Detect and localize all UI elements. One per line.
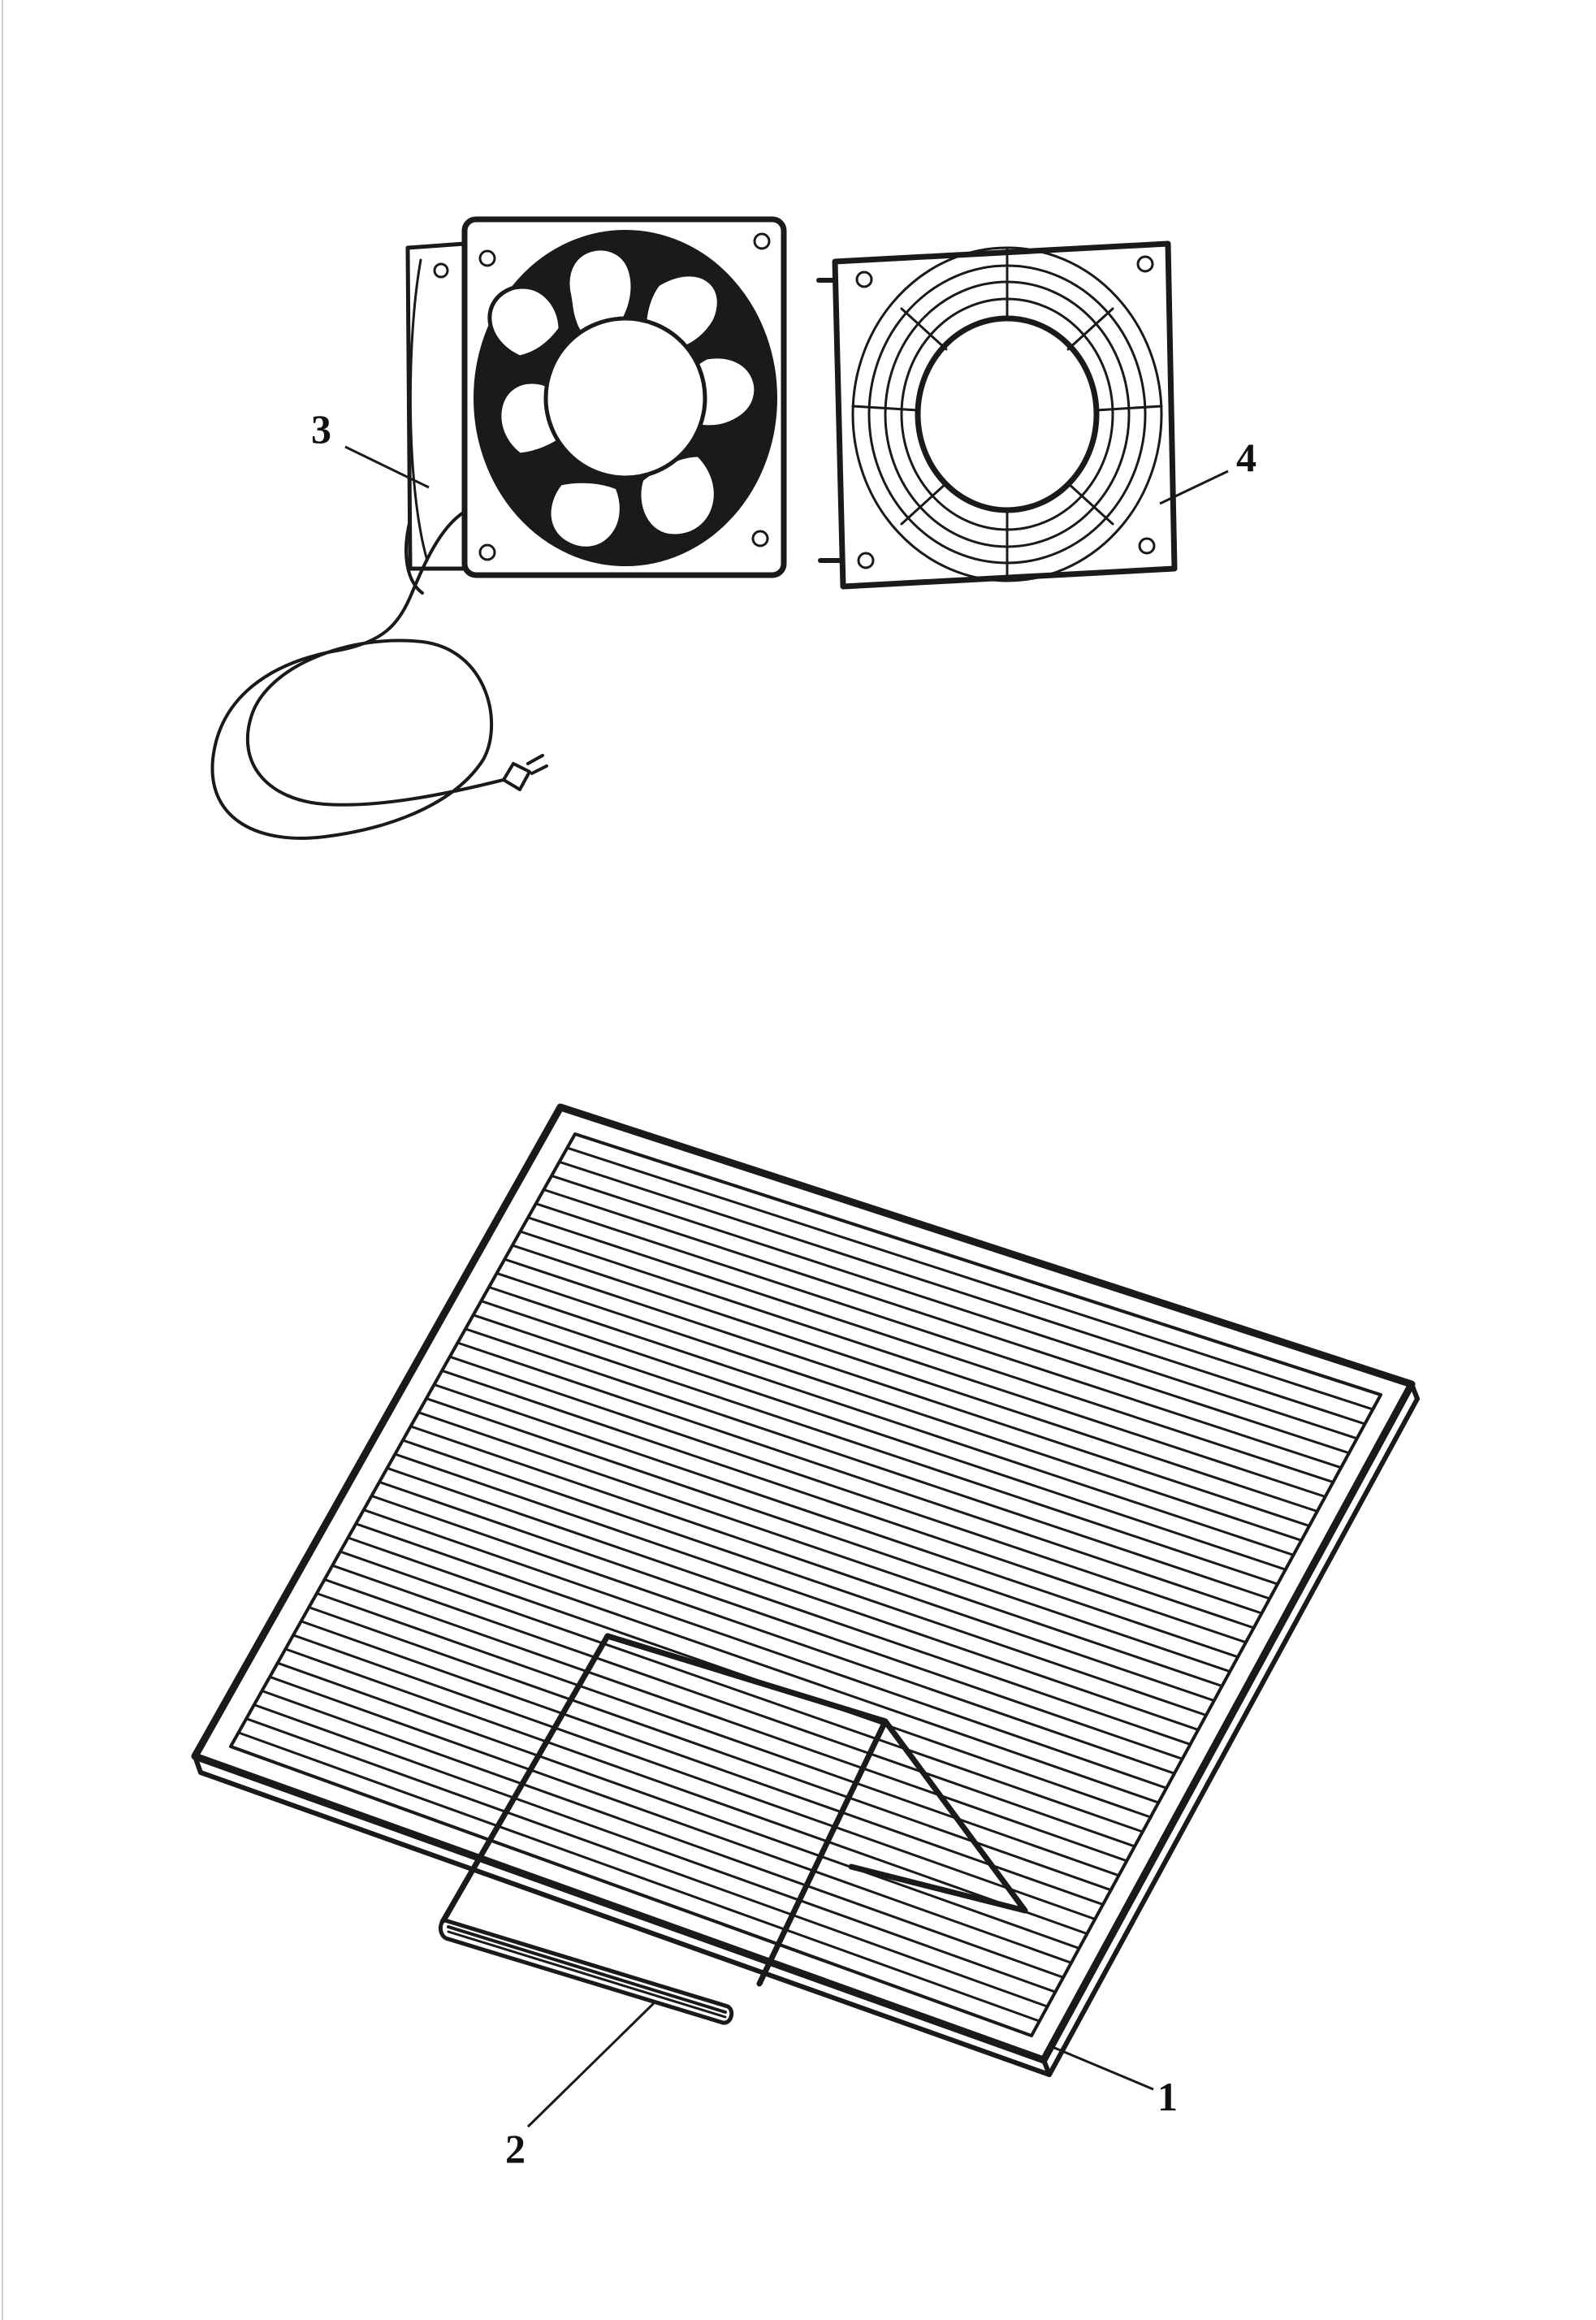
filter-slat [315, 1592, 1120, 1877]
fan-icon [405, 216, 787, 578]
filter-slat [543, 1188, 1351, 1455]
filter-slat [292, 1634, 1096, 1920]
callout-4: 4 [1159, 435, 1256, 505]
callout-3: 3 [311, 406, 430, 489]
fan-guard-icon [816, 240, 1178, 590]
filter-slat [472, 1314, 1279, 1586]
filter-slat [268, 1675, 1073, 1964]
filter-slat [378, 1480, 1184, 1760]
filter-slat [284, 1647, 1088, 1935]
callout-label-3: 3 [311, 406, 331, 452]
filter-slat [261, 1690, 1065, 1979]
filter-slat [237, 1731, 1041, 2023]
filter-slat [440, 1369, 1248, 1644]
filter-panel [191, 1103, 1420, 2077]
callout-1: 1 [1052, 2045, 1178, 2119]
filter-slat [244, 1717, 1049, 2008]
filter-slat [550, 1174, 1359, 1440]
filter-handle [439, 1633, 1028, 2025]
filter-slat [448, 1355, 1256, 1630]
filter-slat [456, 1341, 1263, 1615]
filter-slat [386, 1466, 1192, 1746]
filter-slat [558, 1160, 1366, 1426]
callout-label-1: 1 [1157, 2074, 1178, 2119]
filter-slat [464, 1327, 1271, 1600]
filter-slat [503, 1257, 1311, 1527]
filter-slat [534, 1202, 1343, 1469]
filter-slat [565, 1146, 1374, 1411]
callout-label-2: 2 [505, 2126, 526, 2171]
filter-slat [362, 1508, 1168, 1790]
callout-2: 2 [505, 2001, 656, 2171]
filter-slat [276, 1661, 1081, 1950]
filter-slat [487, 1286, 1295, 1556]
filter-slat [331, 1564, 1136, 1848]
filter-slat [425, 1397, 1231, 1673]
filter-slat [393, 1452, 1200, 1731]
filter-slat [354, 1522, 1160, 1804]
filter-slat [526, 1216, 1334, 1484]
filter-slat [519, 1230, 1327, 1498]
filter-slat [479, 1300, 1287, 1571]
filter-slat [495, 1271, 1303, 1542]
power-cord [210, 510, 505, 840]
filter-slat [409, 1425, 1216, 1703]
filter-slat [511, 1244, 1319, 1513]
filter-slat [253, 1703, 1057, 1993]
filter-slat [370, 1495, 1176, 1775]
filter-slat [323, 1578, 1128, 1863]
filter-slats [237, 1146, 1374, 2023]
filter-slat [401, 1439, 1208, 1716]
filter-slat [339, 1550, 1144, 1833]
plug-icon [502, 754, 548, 791]
filter-slat [417, 1411, 1223, 1688]
filter-slat [433, 1383, 1239, 1659]
filter-slat [300, 1620, 1105, 1907]
callout-label-4: 4 [1236, 435, 1256, 480]
